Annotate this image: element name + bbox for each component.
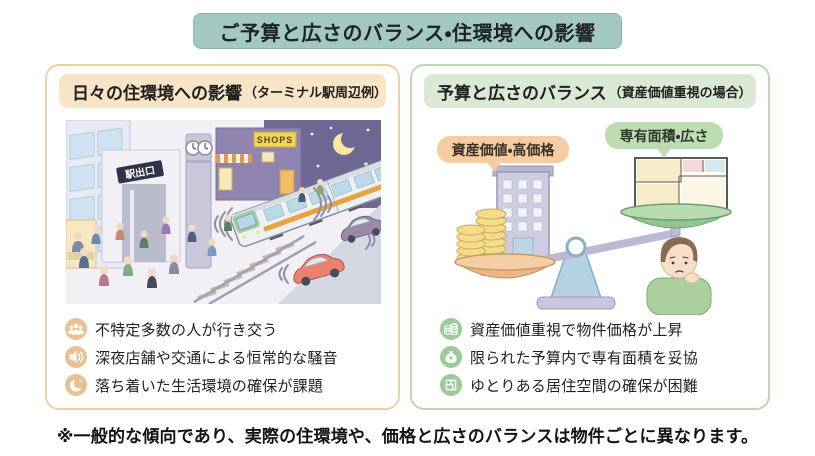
crowd	[79, 179, 324, 288]
balance-scale-illustration: 資産価値・高価格 専有面積・広さ	[425, 120, 755, 315]
moon-crescent	[333, 130, 359, 155]
right-panel-subtitle: （資産価値重視の場合）	[608, 84, 752, 100]
page-title: ご予算と広さのバランス・住環境への影響	[219, 22, 596, 45]
left-bullet-list: 不特定多数の人が行き交う 深夜店舗や交通による恒常的な騒音 落ち	[47, 318, 398, 396]
bullet-text: 資産価値重視で物件価格が上昇	[470, 321, 683, 339]
left-pan	[454, 253, 556, 279]
asset-value-label: 資産価値・高価格	[452, 142, 556, 158]
bullet-text: 限られた予算内で専有面積を妥協	[470, 349, 699, 367]
scale-pivot	[565, 236, 587, 258]
moon-icon	[65, 374, 87, 396]
purple-car	[340, 215, 381, 243]
list-item: 限られた予算内で専有面積を妥協	[440, 346, 768, 368]
right-panel-header: 予算と広さのバランス （資産価値重視の場合）	[424, 74, 756, 108]
list-item: 落ち着いた生活環境の確保が課題	[65, 374, 398, 396]
crowd-icon	[65, 318, 87, 340]
floor-plan	[634, 157, 728, 211]
title-banner: ご予算と広さのバランス・住環境への影響	[192, 13, 623, 49]
money-bag-icon	[440, 346, 462, 368]
right-pan	[620, 203, 732, 229]
list-item: ゆとりある居住空間の確保が困難	[440, 374, 768, 396]
shop-awning	[216, 154, 252, 163]
right-panel-budget-balance: 予算と広さのバランス （資産価値重視の場合）	[410, 64, 770, 410]
floorplan-icon	[440, 374, 462, 396]
clock-tower	[185, 133, 213, 269]
list-item: 資産価値重視で物件価格が上昇	[440, 318, 768, 340]
coins-icon	[440, 318, 462, 340]
shop-sign-text: SHOPS	[257, 135, 294, 145]
station-exit-sign: 駅出口	[116, 160, 164, 184]
station-illustration: 駅出口	[66, 120, 381, 304]
speaker-icon	[65, 346, 87, 368]
right-bullet-list: 資産価値重視で物件価格が上昇 限られた予算内で専有面積を妥協	[412, 318, 768, 396]
list-item: 不特定多数の人が行き交う	[65, 318, 398, 340]
left-panel-header: 日々の住環境への影響 （ターミナル駅周辺例）	[59, 74, 388, 108]
floor-area-label: 専有面積・広さ	[620, 128, 709, 144]
bullet-text: 不特定多数の人が行き交う	[95, 321, 278, 339]
scale-base	[536, 296, 616, 310]
right-panel-title: 予算と広さのバランス	[437, 83, 607, 103]
left-panel-subtitle: （ターミナル駅周辺例）	[244, 84, 388, 100]
list-item: 深夜店舗や交通による恒常的な騒音	[65, 346, 398, 368]
bullet-text: 落ち着いた生活環境の確保が課題	[95, 377, 324, 395]
bullet-text: 深夜店舗や交通による恒常的な騒音	[95, 349, 338, 367]
railway-tracks	[193, 234, 317, 304]
left-panel-title: 日々の住環境への影響	[72, 83, 242, 103]
floor-area-bubble: 専有面積・広さ	[605, 122, 723, 158]
shop-sign: SHOPS	[253, 131, 297, 148]
balance-scale	[454, 203, 732, 310]
bullet-text: ゆとりある居住空間の確保が困難	[470, 377, 699, 395]
thinking-person	[646, 237, 712, 315]
left-panel-living-environment: 日々の住環境への影響 （ターミナル駅周辺例）	[45, 64, 400, 410]
shop-building: SHOPS	[215, 127, 302, 201]
asset-value-bubble: 資産価値・高価格	[437, 136, 569, 172]
red-car	[293, 253, 345, 286]
footnote: ※一般的な傾向であり、実際の住環境や、価格と広さのバランスは物件ごとに異なります…	[56, 427, 759, 446]
